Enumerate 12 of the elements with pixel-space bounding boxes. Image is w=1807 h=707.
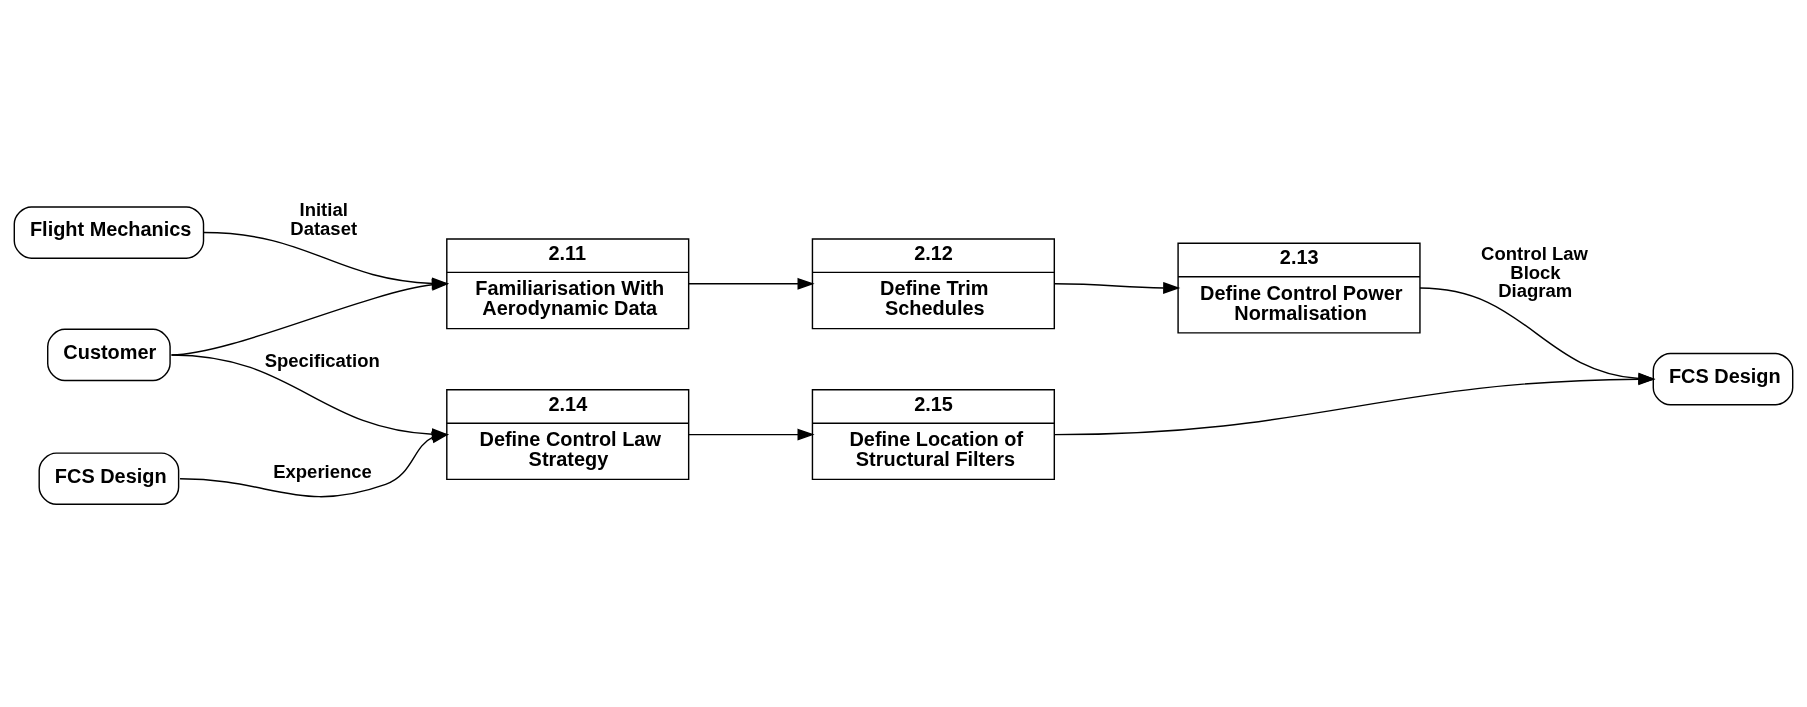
edge-label: Specification [264, 349, 380, 371]
arrow [687, 277, 815, 290]
edge-label: Control Law Block Diagram [1481, 243, 1588, 302]
edge-label: Initial Dataset [290, 199, 358, 239]
arrow [1053, 281, 1181, 294]
arrow [179, 431, 449, 498]
edge-label: Experience [273, 460, 372, 482]
arrow [687, 428, 815, 441]
node-box: Customer [47, 328, 171, 382]
node-box: Flight Mechanics [13, 206, 205, 259]
node-box: FCS Design [1652, 352, 1794, 406]
node-box: FCS Design [38, 452, 180, 505]
